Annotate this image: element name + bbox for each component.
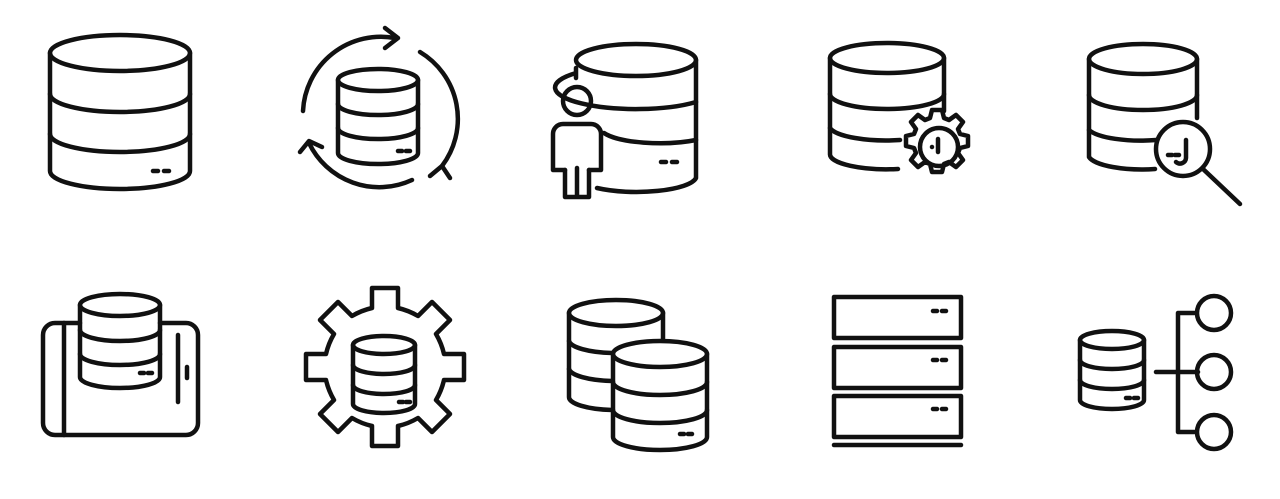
database-search-icon <box>1086 41 1243 207</box>
database-user-icon <box>550 41 699 200</box>
database-settings-icon <box>827 40 971 175</box>
database-gear-icon <box>303 285 467 449</box>
database-icon <box>47 32 193 192</box>
multiple-databases-icon <box>566 297 710 453</box>
database-sync-icon <box>297 25 461 190</box>
mobile-database-icon <box>40 291 201 438</box>
database-network-icon <box>1077 293 1234 452</box>
server-rack-icon <box>831 294 964 448</box>
